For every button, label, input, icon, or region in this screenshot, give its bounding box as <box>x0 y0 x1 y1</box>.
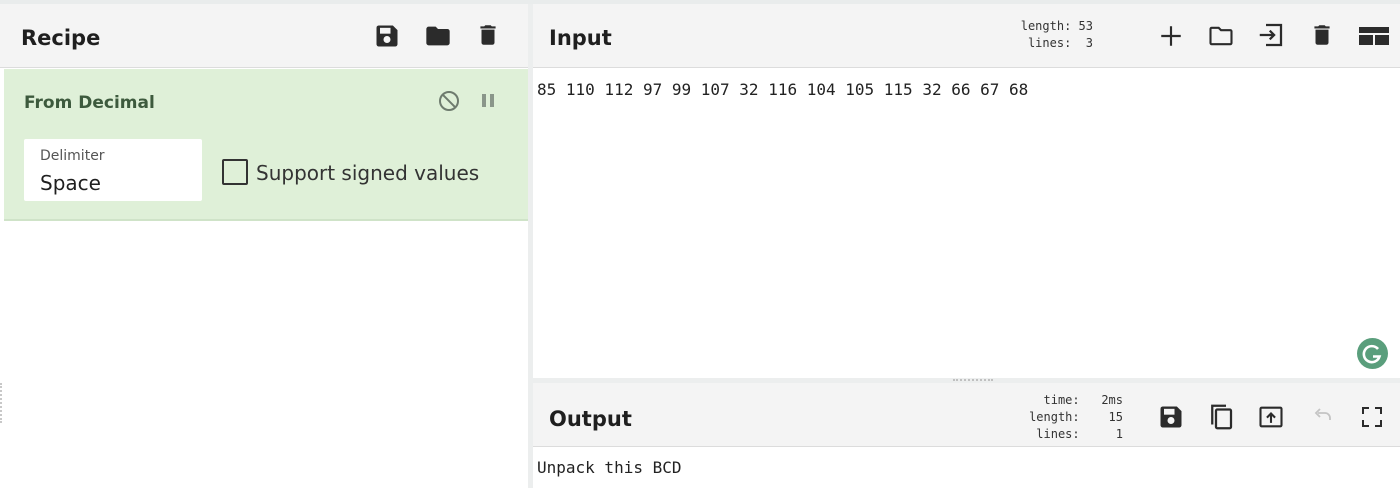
output-time-value: 2ms <box>1101 393 1123 407</box>
trash-icon[interactable] <box>1309 20 1335 50</box>
left-resize-grip[interactable] <box>0 383 3 423</box>
input-length-label: length: <box>1020 19 1072 33</box>
input-lines-value: 3 <box>1085 36 1093 50</box>
input-stats: length: 53 lines: 3 <box>1003 18 1093 52</box>
signed-values-label: Support signed values <box>256 161 480 185</box>
folder-icon[interactable] <box>1206 22 1236 50</box>
recipe-divider[interactable] <box>528 4 533 488</box>
operation-from-decimal[interactable]: From Decimal Delimiter Space Support sig… <box>4 69 528 221</box>
input-pane: Input length: 53 lines: 3 85 110 112 97 … <box>533 4 1400 378</box>
disable-icon[interactable] <box>437 89 461 113</box>
signed-values-checkbox[interactable] <box>222 159 248 185</box>
output-length-value: 15 <box>1108 410 1123 424</box>
output-lines-value: 1 <box>1115 427 1123 441</box>
fullscreen-icon[interactable] <box>1360 405 1384 429</box>
output-stats: time: 2ms length: 15 lines: 1 <box>1011 392 1123 443</box>
output-title: Output <box>549 407 632 431</box>
plus-icon[interactable] <box>1158 23 1184 49</box>
delimiter-field[interactable]: Delimiter Space <box>24 139 202 201</box>
output-length-label: length: <box>1029 410 1080 424</box>
delimiter-label: Delimiter <box>40 148 105 164</box>
output-pane: Output time: 2ms length: 15 lines: 1 Unp… <box>533 383 1400 488</box>
trash-icon[interactable] <box>475 20 501 50</box>
grammarly-icon[interactable] <box>1357 338 1388 369</box>
recipe-pane: Recipe From Decimal Delimiter Space Supp… <box>0 4 528 488</box>
delimiter-value: Space <box>40 171 101 195</box>
save-icon[interactable] <box>1157 403 1185 431</box>
input-length-value: 53 <box>1078 19 1093 33</box>
replace-input-icon[interactable] <box>1256 403 1286 431</box>
input-title: Input <box>549 26 612 50</box>
input-textarea[interactable]: 85 110 112 97 99 107 32 116 104 105 115 … <box>537 80 1029 99</box>
save-icon[interactable] <box>373 22 401 50</box>
output-lines-label: lines: <box>1036 427 1080 441</box>
input-header: Input length: 53 lines: 3 <box>533 4 1400 68</box>
undo-icon[interactable] <box>1306 405 1338 429</box>
layout-icon[interactable] <box>1358 24 1390 48</box>
pause-icon[interactable] <box>479 91 497 111</box>
output-time-label: time: <box>1043 393 1080 407</box>
recipe-title: Recipe <box>21 26 101 50</box>
input-output-grip[interactable] <box>953 379 993 382</box>
input-lines-label: lines: <box>1027 36 1072 50</box>
folder-icon[interactable] <box>423 22 453 50</box>
copy-icon[interactable] <box>1206 401 1236 433</box>
open-input-icon[interactable] <box>1255 20 1287 50</box>
operation-title: From Decimal <box>24 93 155 113</box>
recipe-header: Recipe <box>0 4 528 68</box>
output-textarea[interactable]: Unpack this BCD <box>537 458 682 477</box>
top-strip <box>0 0 1400 4</box>
output-header: Output time: 2ms length: 15 lines: 1 <box>533 383 1400 447</box>
